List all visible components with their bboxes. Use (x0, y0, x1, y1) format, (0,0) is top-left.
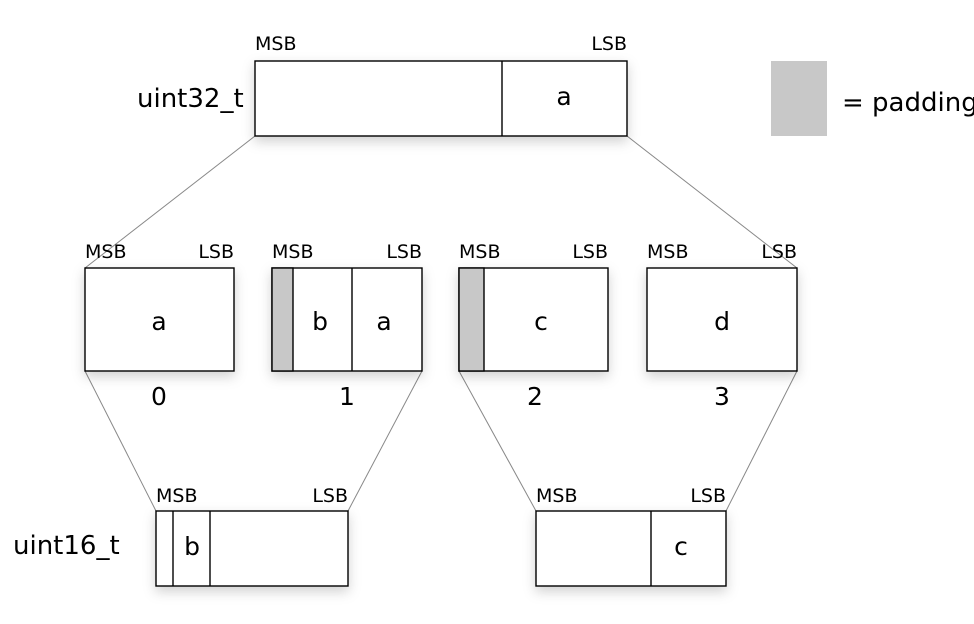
byte-1-box (271, 267, 423, 372)
uint16-left-msb-label: MSB (156, 485, 198, 507)
byte-0-box (84, 267, 235, 372)
uint32-block: uint32_t MSB LSB a (137, 33, 628, 137)
byte-3-lsb-label: LSB (761, 241, 797, 263)
byte-1-block: MSB LSB b a 1 (271, 241, 423, 411)
uint16-right-msb-label: MSB (536, 485, 578, 507)
byte-1-msb-label: MSB (272, 241, 314, 263)
uint32-cell-a: a (556, 82, 571, 111)
legend: = padding (771, 61, 974, 136)
byte-2-cell-c: c (534, 307, 548, 336)
byte-1-padding (271, 267, 294, 372)
byte-3-block: MSB LSB d 3 (646, 241, 798, 411)
uint16-right-cell-c: c (674, 532, 688, 561)
uint32-box (254, 60, 628, 137)
byte-2-msb-label: MSB (459, 241, 501, 263)
byte-0-msb-label: MSB (85, 241, 127, 263)
connector-lines (84, 135, 798, 512)
byte-0-lsb-label: LSB (198, 241, 234, 263)
byte-2-lsb-label: LSB (572, 241, 608, 263)
byte-0-cell-a: a (151, 307, 166, 336)
legend-text: = padding (842, 88, 974, 118)
uint16-left-cell-b: b (184, 532, 200, 561)
uint32-lsb-label: LSB (591, 33, 627, 55)
byte-3-msb-label: MSB (647, 241, 689, 263)
byte-3-cell-d: d (714, 307, 730, 336)
uint16-left-lsb-label: LSB (312, 485, 348, 507)
byte-2-block: MSB LSB c 2 (458, 241, 609, 411)
byte-0-index: 0 (151, 382, 167, 411)
uint16-left-block: uint16_t MSB LSB b (13, 485, 349, 587)
byte-1-lsb-label: LSB (386, 241, 422, 263)
uint32-type-label: uint32_t (137, 84, 244, 114)
byte-3-box (646, 267, 798, 372)
byte-2-padding (458, 267, 485, 372)
byte-1-cell-b: b (312, 307, 328, 336)
legend-swatch (771, 61, 827, 136)
uint16-right-block: MSB LSB c (535, 485, 727, 587)
byte-3-index: 3 (714, 382, 730, 411)
byte-0-block: MSB LSB a 0 (84, 241, 235, 411)
uint32-msb-label: MSB (255, 33, 297, 55)
uint16-right-box (535, 510, 727, 587)
uint16-right-lsb-label: LSB (690, 485, 726, 507)
byte-1-cell-a: a (376, 307, 391, 336)
uint16-left-box (155, 510, 349, 587)
uint16-type-label: uint16_t (13, 531, 120, 561)
byte-1-index: 1 (339, 382, 355, 411)
byte-2-index: 2 (527, 382, 543, 411)
